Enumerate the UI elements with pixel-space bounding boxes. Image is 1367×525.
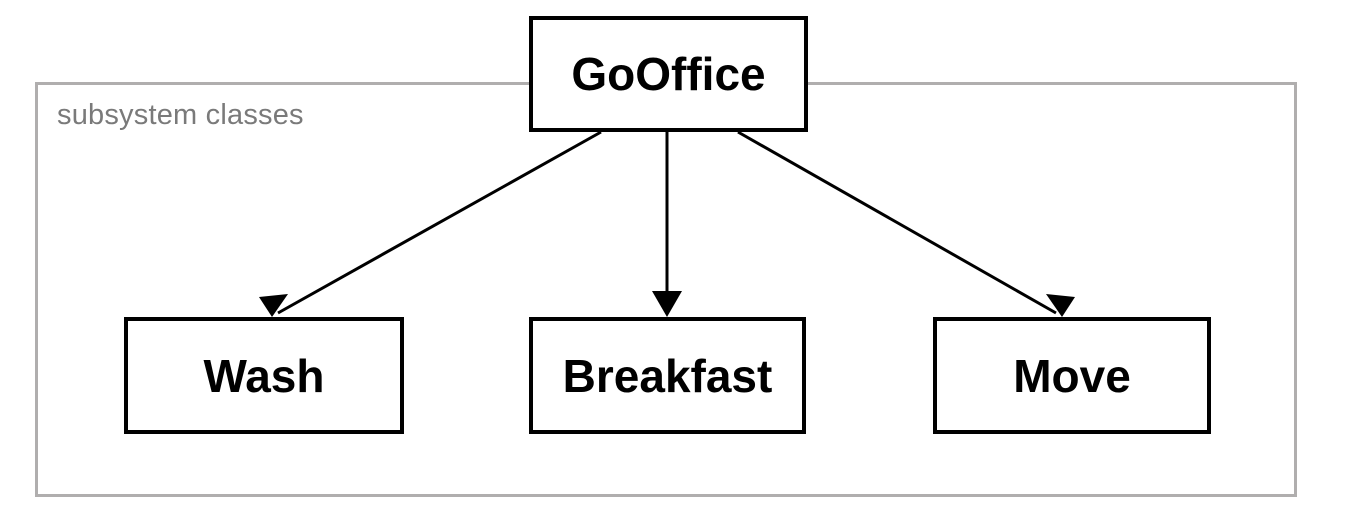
subsystem-group-frame: [35, 82, 1297, 497]
class-name-gooffice: GoOffice: [571, 48, 766, 100]
class-name-wash: Wash: [203, 349, 325, 402]
class-box-move[interactable]: Move: [933, 317, 1211, 434]
class-box-breakfast[interactable]: Breakfast: [529, 317, 806, 434]
class-box-gooffice[interactable]: GoOffice: [529, 16, 808, 132]
class-name-move: Move: [1013, 349, 1131, 402]
class-name-breakfast: Breakfast: [562, 349, 773, 402]
class-box-wash[interactable]: Wash: [124, 317, 404, 434]
subsystem-group-label: subsystem classes: [57, 99, 304, 131]
